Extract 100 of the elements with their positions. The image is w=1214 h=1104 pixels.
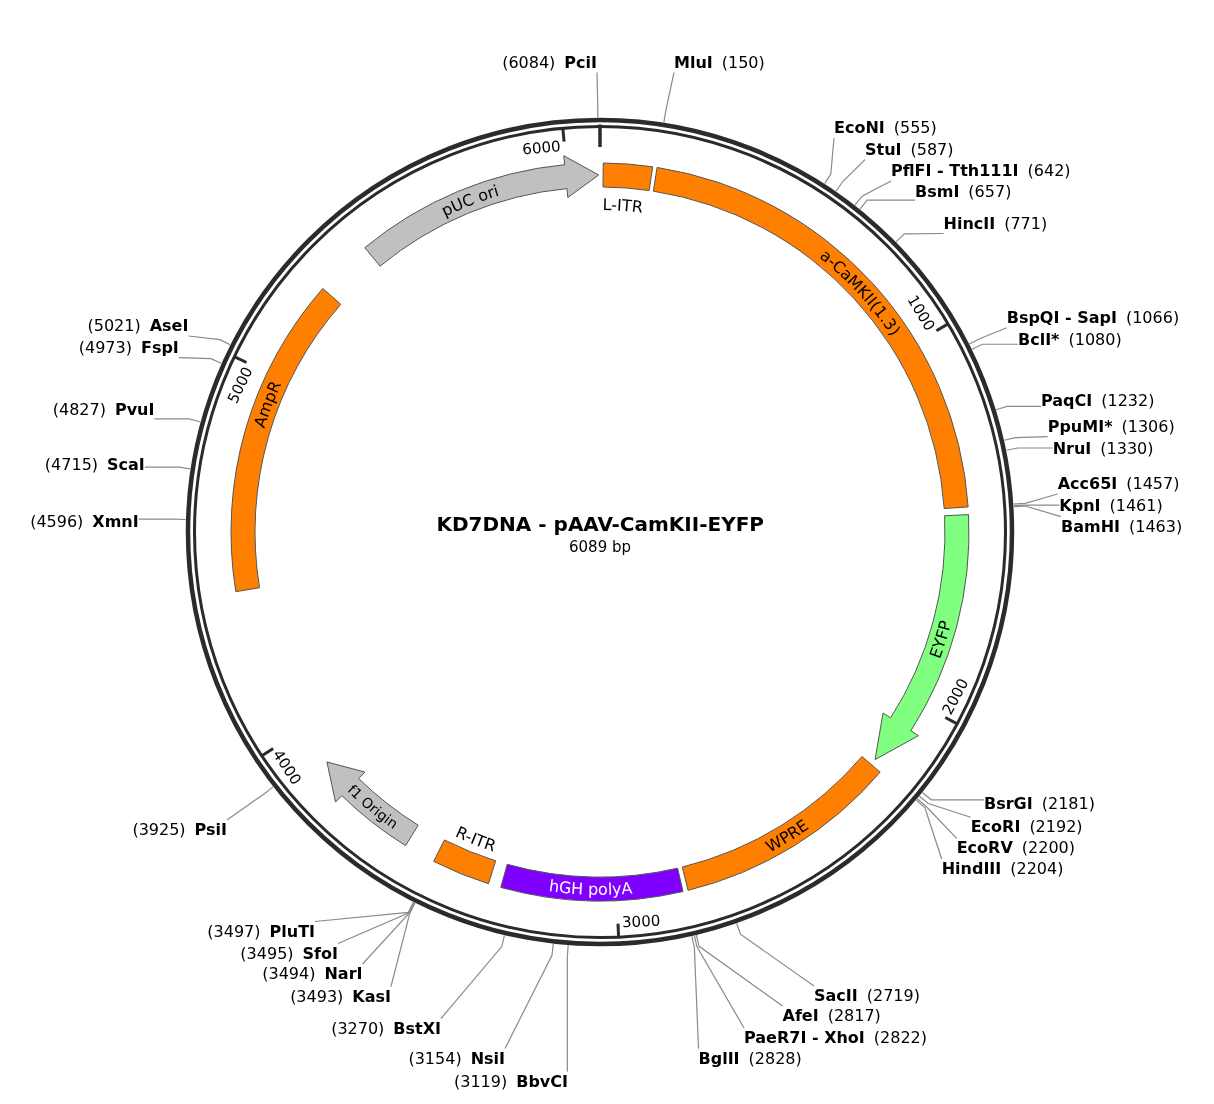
cut-position: (1457) <box>1126 474 1180 494</box>
cut-position: (6084) <box>502 52 556 73</box>
cut-position: (2828) <box>748 1048 802 1069</box>
enzyme-name: FspI <box>140 337 179 358</box>
enzyme-name: PpuMI* <box>1047 416 1113 437</box>
enzyme-name: BglII <box>698 1048 740 1069</box>
cut-position: (1306) <box>1121 416 1175 437</box>
enzyme-name: EcoRI <box>970 817 1021 838</box>
cut-position: (1080) <box>1068 330 1122 350</box>
cut-position: (3495) <box>240 943 294 964</box>
feature-label: R-ITR <box>452 822 499 856</box>
enzyme-name: BsmI <box>915 182 960 202</box>
leader-line <box>824 137 835 185</box>
cut-position: (4715) <box>44 455 99 475</box>
enzyme-name: SfoI <box>302 943 338 964</box>
enzyme-name: ScaI <box>107 455 145 475</box>
cut-position: (4596) <box>30 511 84 532</box>
enzyme-name: SacII <box>814 986 858 1006</box>
cut-position: (1330) <box>1100 439 1154 460</box>
enzyme-name: PvuI <box>114 400 155 420</box>
leader-line <box>859 199 916 210</box>
cut-position: (657) <box>968 182 1012 202</box>
leader-line <box>138 518 187 521</box>
enzyme-name: AseI <box>149 316 189 336</box>
cut-position: (150) <box>721 52 765 73</box>
enzyme-name: BsrGI <box>984 794 1033 815</box>
cut-position: (3119) <box>454 1071 508 1092</box>
feature-label: L-ITR <box>602 195 645 217</box>
cut-position: (5021) <box>87 316 141 336</box>
sequence-length: 6089 bp <box>569 537 631 557</box>
cut-position: (1461) <box>1109 496 1163 516</box>
leader-line <box>916 798 958 839</box>
enzyme-name: PaqCI <box>1041 390 1093 411</box>
cut-position: (642) <box>1027 161 1071 181</box>
leader-line <box>918 795 972 818</box>
cut-position: (3494) <box>262 964 316 984</box>
cut-position: (3493) <box>290 986 344 1007</box>
enzyme-name: KasI <box>352 986 391 1007</box>
enzyme-name: HincII <box>943 213 996 234</box>
feature-label: pUC ori <box>438 181 501 221</box>
leader-line <box>1003 436 1049 441</box>
cut-position: (587) <box>910 139 954 160</box>
leader-line <box>1005 447 1054 451</box>
leader-line <box>440 934 506 1020</box>
tick-label: 6000 <box>521 137 562 159</box>
cut-position: (3270) <box>331 1018 385 1039</box>
enzyme-name: Acc65I <box>1057 474 1118 494</box>
leader-line <box>390 902 416 988</box>
enzyme-name: EcoNI <box>834 118 885 138</box>
enzyme-name: KpnI <box>1059 496 1101 516</box>
enzyme-name: NarI <box>324 964 363 984</box>
leader-line <box>663 71 675 124</box>
leader-line <box>596 71 599 119</box>
cut-position: (4827) <box>52 400 106 420</box>
enzyme-name: BbvCI <box>516 1071 568 1092</box>
enzyme-name: XmnI <box>92 511 139 532</box>
enzyme-name: PflFI - Tth111I <box>891 161 1019 181</box>
leader-line <box>566 944 569 1073</box>
cut-position: (2204) <box>1010 859 1064 879</box>
enzyme-name: StuI <box>865 139 902 160</box>
leader-line <box>693 935 745 1029</box>
enzyme-name: AfeI <box>782 1006 819 1026</box>
enzyme-name: BstXI <box>393 1018 441 1039</box>
cut-position: (2817) <box>827 1006 881 1026</box>
enzyme-name: MluI <box>674 52 713 73</box>
leader-line <box>1013 504 1060 507</box>
leader-line <box>314 901 415 923</box>
feature-label: hGH polyA <box>547 876 634 899</box>
leader-line <box>921 791 985 801</box>
cut-position: (555) <box>893 118 937 138</box>
cut-position: (771) <box>1004 213 1048 234</box>
enzyme-name: PsiI <box>194 820 227 840</box>
map-title: KD7DNA - pAAV-CamKII-EYFP <box>436 511 764 537</box>
leader-line <box>968 327 1008 345</box>
leader-line <box>187 335 231 346</box>
enzyme-name: PaeR7I - XhoI <box>744 1028 865 1048</box>
leader-line <box>736 922 815 987</box>
leader-line <box>153 418 201 423</box>
leader-line <box>695 934 784 1007</box>
cut-position: (1463) <box>1129 516 1183 537</box>
tick-label: 2000 <box>938 675 973 718</box>
leader-line <box>915 799 943 860</box>
enzyme-name: PluTI <box>269 921 315 942</box>
cut-position: (2719) <box>866 986 920 1006</box>
leader-line <box>691 935 700 1050</box>
cut-position: (2192) <box>1029 817 1083 838</box>
leader-line <box>1013 505 1062 518</box>
leader-line <box>361 902 416 965</box>
cut-position: (3497) <box>207 921 261 942</box>
leader-line <box>1012 493 1059 505</box>
leader-line <box>895 232 945 243</box>
enzyme-name: NsiI <box>470 1048 505 1069</box>
tick-label: 3000 <box>621 911 661 932</box>
enzyme-name: BspQI - SapI <box>1006 307 1117 328</box>
leader-line <box>854 180 892 206</box>
leader-line <box>144 466 191 470</box>
leader-line <box>971 343 1019 350</box>
cut-position: (2822) <box>873 1028 927 1048</box>
leader-line <box>835 159 866 192</box>
enzyme-name: HindIII <box>941 859 1002 879</box>
